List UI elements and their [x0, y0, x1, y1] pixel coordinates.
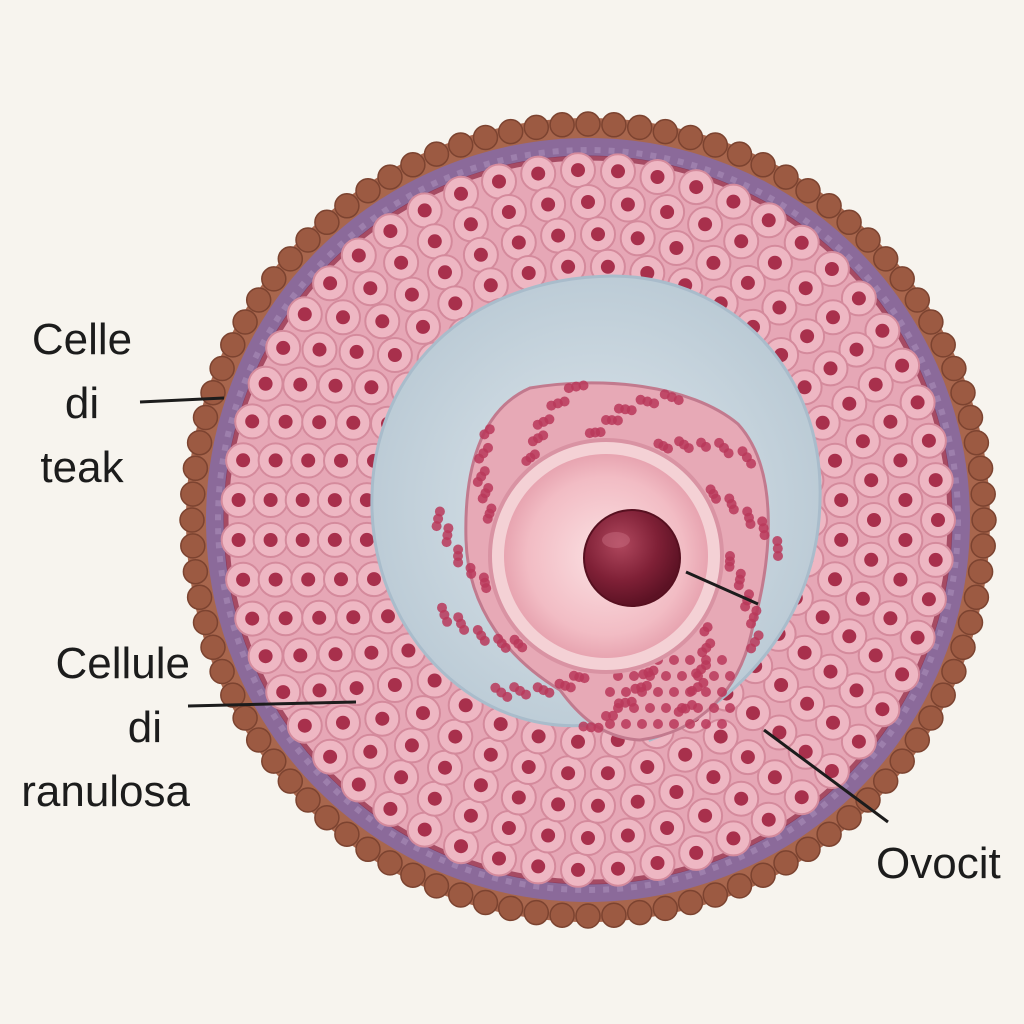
leader-line-nucleus — [685, 570, 759, 606]
label-granulosa-line2: di — [127, 703, 162, 752]
oocyte-nucleus — [583, 509, 681, 607]
label-oocyte: Ovocit — [876, 839, 1001, 888]
label-theca-cells: Celle di teak — [31, 315, 133, 492]
label-granulosa-cells: Cellule di ranulosa — [0, 632, 190, 824]
leader-line-granulosa — [187, 700, 357, 708]
oocyte — [488, 438, 724, 674]
leader-line-oocyte — [763, 728, 889, 824]
leader-line-theca — [139, 396, 225, 404]
